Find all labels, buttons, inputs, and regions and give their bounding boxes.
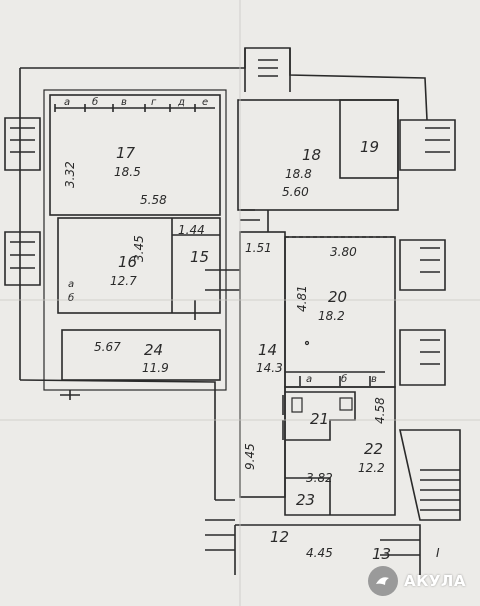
dimension-1-51: 1.51 [245, 241, 272, 255]
marker-side-b: б [68, 293, 75, 304]
room-13-number: 13 [372, 545, 392, 563]
room-22-area: 12.2 [358, 461, 385, 475]
watermark-text: АКУЛА [403, 572, 466, 590]
watermark: АКУЛА [367, 566, 466, 596]
dimension-3-32: 3.32 [63, 161, 77, 188]
marker-top-g: г [151, 97, 157, 108]
marker-side-a: а [68, 279, 75, 290]
marker-top-a: a [64, 97, 71, 108]
room-12-number: 12 [270, 528, 290, 546]
room-18-area: 18.8 [285, 167, 312, 181]
room-18-number: 18 [302, 146, 322, 164]
marker-bottom-b: б [341, 374, 348, 385]
dimension-4-58: 4.58 [373, 397, 387, 424]
dimension-3-80: 3.80 [330, 245, 357, 259]
room-16-number: 16 [118, 253, 138, 271]
room-21-number: 21 [310, 410, 330, 428]
marker-top-e: е [202, 97, 209, 108]
dimension-5-58: 5.58 [140, 193, 167, 207]
dimension-5-67: 5.67 [94, 340, 121, 354]
marker-top-v: в [121, 97, 127, 108]
dimension-4-45: 4.45 [306, 546, 333, 560]
marker-bottom-v: в [371, 374, 377, 385]
dimension-3-82: 3.82 [306, 471, 333, 485]
dimension-3-45: 3.45 [132, 235, 146, 262]
room-16-area: 12.7 [110, 274, 137, 288]
marker-bottom-a: а [306, 374, 313, 385]
room-23-number: 23 [296, 491, 316, 509]
room-17-number: 17 [116, 144, 136, 162]
dimension-5-60: 5.60 [282, 185, 309, 199]
dimension-4-81: 4.81 [295, 285, 309, 312]
dimension-9-45: 9.45 [243, 443, 257, 470]
dimension-1-44: 1.44 [178, 223, 205, 237]
marker-top-b: б [92, 97, 99, 108]
room-20-area: 18.2 [318, 309, 345, 323]
room-14-number: 14 [258, 341, 278, 359]
room-24-number: 24 [144, 341, 164, 359]
marker-top-d: д [178, 97, 185, 108]
room-17-area: 18.5 [114, 165, 141, 179]
room-15-number: 15 [190, 248, 210, 266]
room-24-area: 11.9 [142, 361, 169, 375]
shark-logo-icon [367, 566, 398, 596]
marker-roman-one: I [436, 546, 440, 560]
room-20-number: 20 [328, 288, 348, 306]
room-19-number: 19 [360, 138, 380, 156]
room-17-outline [49, 94, 221, 216]
room-14-area: 14.3 [256, 361, 283, 375]
room-22-number: 22 [364, 440, 384, 458]
